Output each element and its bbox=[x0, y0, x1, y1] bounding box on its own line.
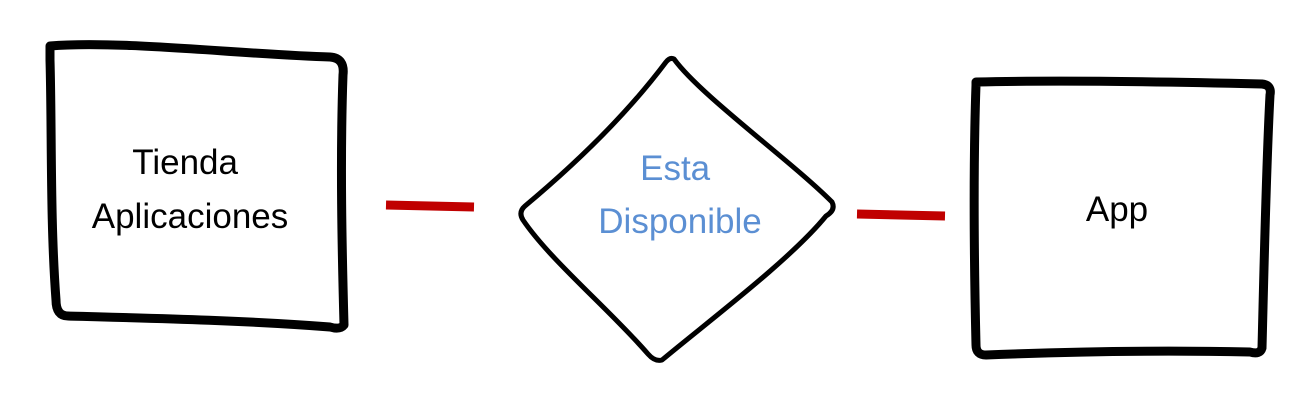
app-node: App bbox=[969, 76, 1275, 360]
store-label-line2: Aplicaciones bbox=[92, 197, 289, 236]
connector-decision-to-app bbox=[856, 209, 946, 221]
app-node-border bbox=[969, 76, 1275, 360]
svg-text:Esta Disponible: Esta Disponible bbox=[598, 149, 761, 241]
store-node-border bbox=[45, 40, 349, 333]
connector-store-to-decision bbox=[385, 200, 475, 212]
store-node: Tienda Aplicaciones bbox=[45, 40, 349, 333]
app-label: App bbox=[1086, 190, 1148, 229]
decision-node: Esta Disponible bbox=[518, 55, 836, 363]
svg-text:Tienda Aplicaciones: Tienda Aplicaciones bbox=[92, 143, 289, 236]
decision-label-line2: Disponible bbox=[598, 202, 761, 241]
store-label-line1: Tienda bbox=[132, 143, 238, 182]
decision-label-line1: Esta bbox=[640, 149, 711, 188]
decision-node-border bbox=[518, 55, 836, 363]
